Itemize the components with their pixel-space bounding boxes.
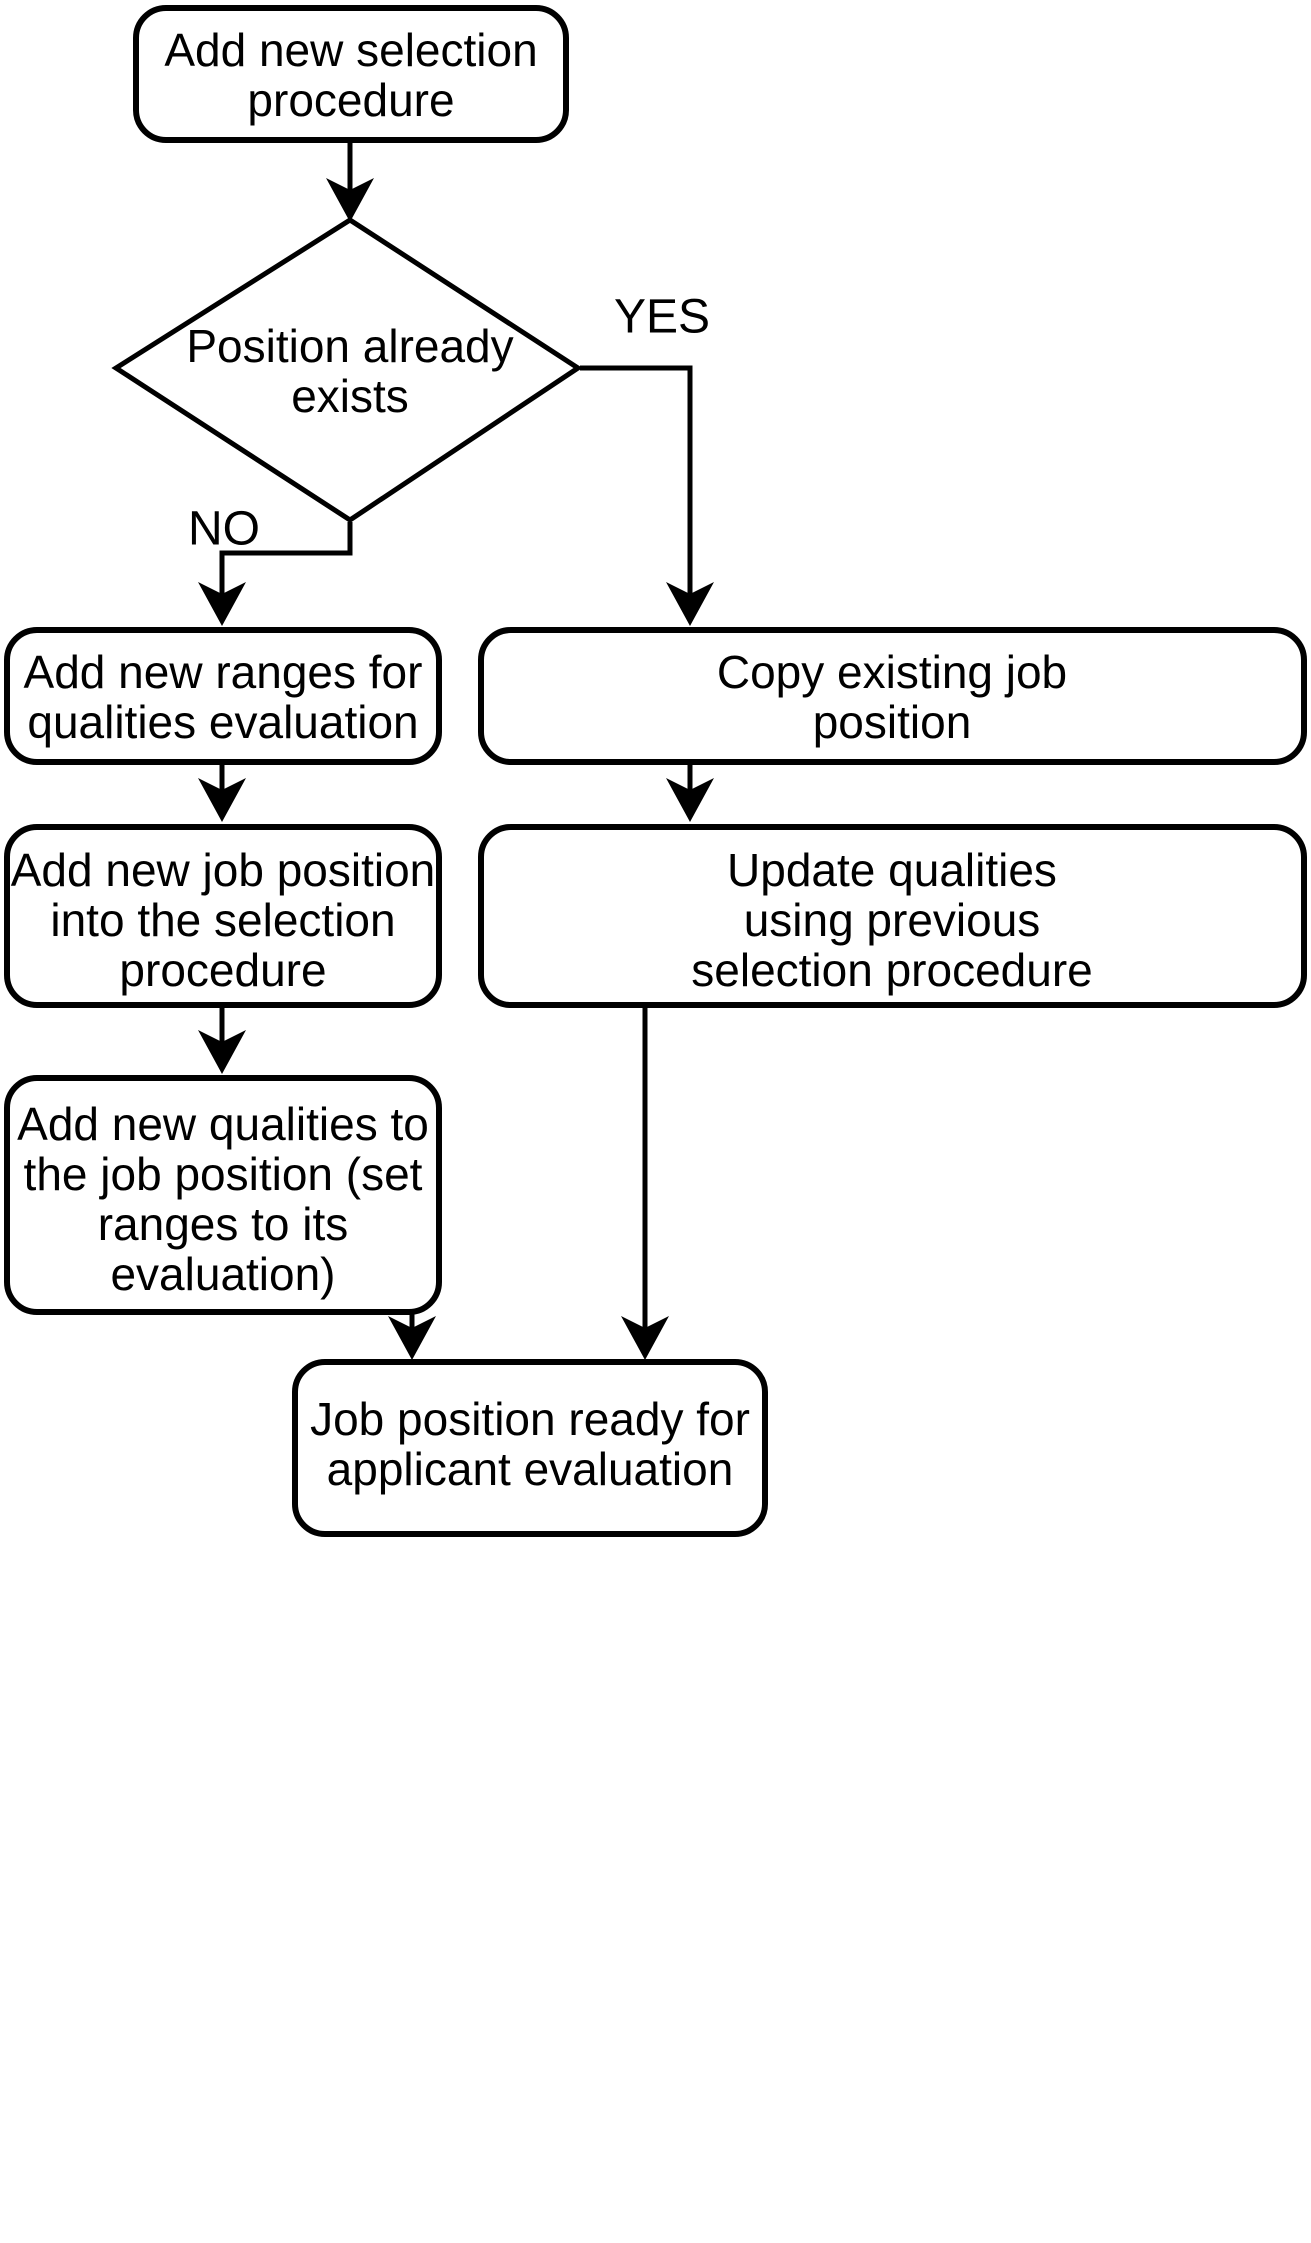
edge-update-to-ready [621,1005,669,1360]
edge-decision-yes [580,365,714,626]
node-add-qualities-line-4: evaluation) [110,1248,335,1300]
node-update-qualities-line-2: using previous [744,894,1041,946]
edge-jobposition-to-qualities [198,1005,246,1074]
edge-decision-no [198,522,353,626]
node-add-ranges-line-1: Add new ranges for [24,646,423,698]
node-add-qualities-line-3: ranges to its [98,1198,349,1250]
edge-start-to-decision [326,140,374,222]
node-update-qualities-shape[interactable] [478,824,1307,1008]
node-add-qualities[interactable]: Add new qualities to the job position (s… [4,1075,442,1315]
node-add-job-position-shape[interactable] [4,824,442,1008]
edge-copy-to-update [666,762,714,822]
node-ready-line-2: applicant evaluation [327,1443,734,1495]
node-copy-position-line-2: position [813,696,972,748]
node-add-job-position[interactable]: Add new job position into the selection … [4,824,442,1008]
node-start-shape[interactable] [133,5,569,143]
edge-ranges-to-jobposition [198,762,246,822]
node-ready[interactable]: Job position ready for applicant evaluat… [292,1359,768,1537]
node-ready-shape[interactable] [292,1359,768,1537]
edge-label-yes: YES [614,291,710,344]
node-add-qualities-line-1: Add new qualities to [17,1098,429,1150]
edge-qualities-to-ready [388,1312,436,1360]
node-add-job-position-line-2: into the selection [50,894,395,946]
node-update-qualities[interactable]: Update qualities using previous selectio… [478,824,1307,1008]
node-add-qualities-shape[interactable] [4,1075,442,1315]
node-start-line-2: procedure [247,74,454,126]
node-add-ranges[interactable]: Add new ranges for qualities evaluation [4,627,442,765]
node-add-job-position-line-3: procedure [119,944,326,996]
node-update-qualities-line-1: Update qualities [727,844,1057,896]
node-copy-position-line-1: Copy existing job [717,646,1067,698]
node-start-line-1: Add new selection [164,24,537,76]
node-copy-position[interactable]: Copy existing job position [478,627,1307,765]
node-start[interactable]: Add new selection procedure [133,5,569,143]
node-add-ranges-line-2: qualities evaluation [27,696,418,748]
node-decision-line-1: Position already [186,320,513,372]
node-update-qualities-line-3: selection procedure [691,944,1092,996]
node-decision-shape[interactable] [111,217,583,523]
node-copy-position-shape[interactable] [478,627,1307,765]
node-add-job-position-line-1: Add new job position [11,844,436,896]
node-ready-line-1: Job position ready for [310,1393,750,1445]
node-decision[interactable]: Position already exists [111,217,583,523]
node-add-ranges-shape[interactable] [4,627,442,765]
node-decision-line-2: exists [291,370,409,422]
node-add-qualities-line-2: the job position (set [24,1148,423,1200]
edge-label-no: NO [188,503,260,556]
